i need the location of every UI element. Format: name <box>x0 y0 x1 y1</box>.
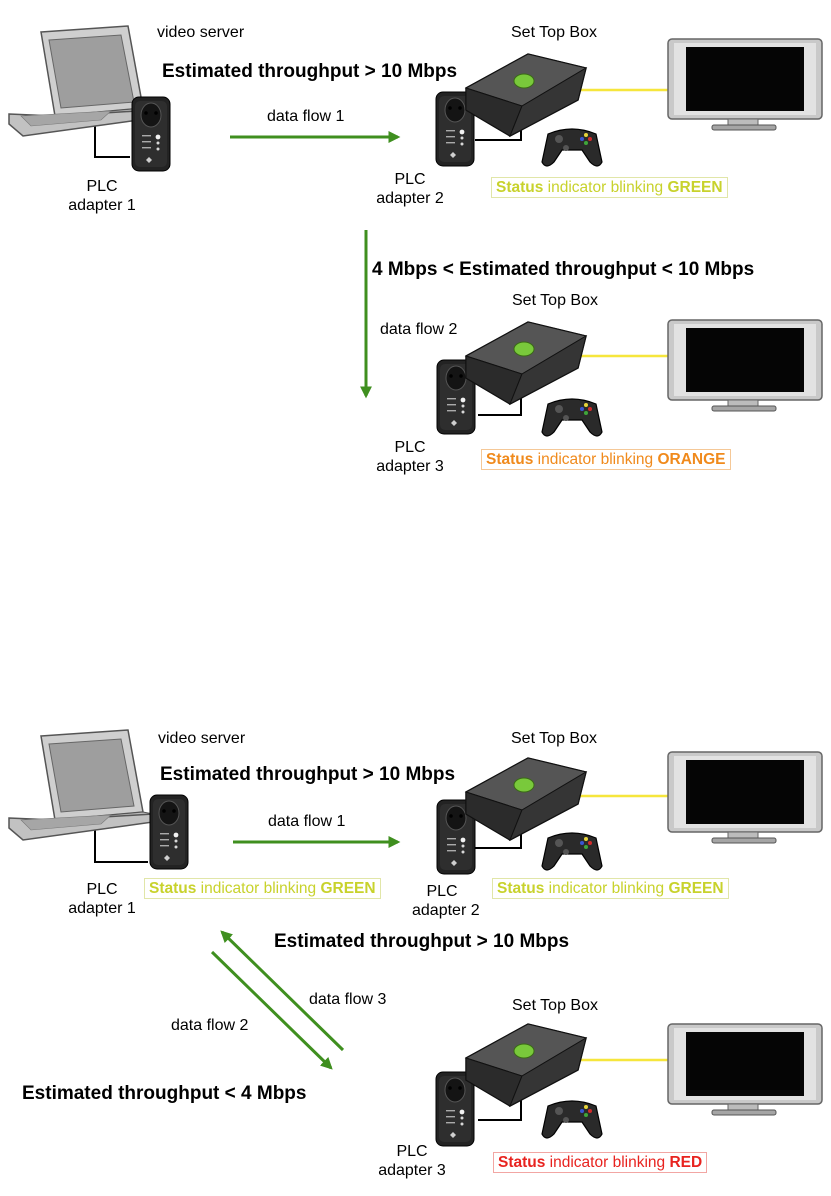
status-text: indicator blinking <box>544 880 669 897</box>
tv-icon <box>667 38 823 131</box>
laptop-icon <box>8 25 154 137</box>
data-flow-2-label: data flow 2 <box>171 1017 249 1034</box>
plc-label-line2: adapter 2 <box>376 190 444 207</box>
plc-adapter-3-label: PLC adapter 3 <box>372 1142 452 1180</box>
set-top-box-icon <box>465 53 587 137</box>
plc-adapter-icon <box>131 96 171 172</box>
tv-icon <box>667 751 823 844</box>
status-text: indicator blinking <box>543 179 668 196</box>
status-indicator-green: Status indicator blinking GREEN <box>491 177 728 198</box>
plc-label-line1: PLC <box>86 881 118 898</box>
plc-adapter-1-label: PLC adapter 1 <box>67 880 137 918</box>
data-flow-3-arrow <box>220 930 345 1052</box>
status-color-word: GREEN <box>667 179 723 196</box>
gamepad-icon <box>541 398 603 437</box>
set-top-box-label: Set Top Box <box>512 292 598 309</box>
plc-label-line2: adapter 3 <box>378 1162 446 1179</box>
data-flow-2-arrow <box>210 950 333 1070</box>
scenario-top <box>8 25 823 437</box>
cable-laptop-plc1 <box>94 818 148 863</box>
plc-adapter-2-label: PLC adapter 2 <box>412 882 480 920</box>
status-indicator-red: Status indicator blinking RED <box>493 1152 708 1173</box>
gamepad-icon <box>541 1100 603 1139</box>
data-flow-2-label: data flow 2 <box>380 321 458 338</box>
gamepad-icon <box>541 832 603 871</box>
data-flow-1-label: data flow 1 <box>268 813 346 830</box>
set-top-box-icon <box>465 757 587 841</box>
status-color-word: ORANGE <box>657 451 726 468</box>
plc-label-line1: PLC <box>394 171 426 188</box>
status-indicator-green: Status indicator blinking GREEN <box>144 878 381 899</box>
status-text: indicator blinking <box>196 880 321 897</box>
plc-label-line1: PLC <box>394 439 426 456</box>
plc-adapter-icon <box>149 794 189 870</box>
status-text: indicator blinking <box>533 451 658 468</box>
throughput-label: 4 Mbps < Estimated throughput < 10 Mbps <box>372 259 755 280</box>
tv-icon <box>667 319 823 412</box>
status-lead: Status <box>498 1154 546 1171</box>
video-server-label: video server <box>157 24 245 41</box>
set-top-box-label: Set Top Box <box>512 997 598 1014</box>
throughput-label: Estimated throughput < 4 Mbps <box>22 1083 307 1104</box>
status-lead: Status <box>497 880 545 897</box>
plc-adapter-1-label: PLC adapter 1 <box>67 177 137 215</box>
tv-icon <box>667 1023 823 1116</box>
plc-label-line1: PLC <box>396 1143 428 1160</box>
status-color-word: GREEN <box>320 880 376 897</box>
status-lead: Status <box>149 880 197 897</box>
gamepad-icon <box>541 128 603 167</box>
status-lead: Status <box>496 179 544 196</box>
plc-label-line1: PLC <box>86 178 118 195</box>
plc-label-line2: adapter 1 <box>68 900 136 917</box>
status-color-word: GREEN <box>668 880 724 897</box>
status-text: indicator blinking <box>545 1154 670 1171</box>
set-top-box-label: Set Top Box <box>511 24 597 41</box>
data-flow-1-label: data flow 1 <box>267 108 345 125</box>
plc-adapter-icon <box>435 1071 475 1147</box>
plc-label-line2: adapter 1 <box>68 197 136 214</box>
video-server-label: video server <box>158 730 246 747</box>
set-top-box-label: Set Top Box <box>511 730 597 747</box>
throughput-label: Estimated throughput > 10 Mbps <box>274 931 570 952</box>
data-flow-3-label: data flow 3 <box>309 991 387 1008</box>
throughput-label: Estimated throughput > 10 Mbps <box>162 61 458 82</box>
scenario-bottom <box>8 729 823 1147</box>
status-lead: Status <box>486 451 534 468</box>
plc-label-line2: adapter 2 <box>412 902 480 919</box>
plc-label-line1: PLC <box>426 883 458 900</box>
status-color-word: RED <box>669 1154 703 1171</box>
plc-label-line2: adapter 3 <box>376 458 444 475</box>
cable-laptop-plc1 <box>94 112 130 158</box>
set-top-box-icon <box>465 321 587 405</box>
status-indicator-orange: Status indicator blinking ORANGE <box>481 449 731 470</box>
plc-adapter-2-label: PLC adapter 2 <box>370 170 450 208</box>
laptop-icon <box>8 729 154 841</box>
status-indicator-green: Status indicator blinking GREEN <box>492 878 729 899</box>
plc-adapter-3-label: PLC adapter 3 <box>370 438 450 476</box>
set-top-box-icon <box>465 1023 587 1107</box>
throughput-label: Estimated throughput > 10 Mbps <box>160 764 456 785</box>
